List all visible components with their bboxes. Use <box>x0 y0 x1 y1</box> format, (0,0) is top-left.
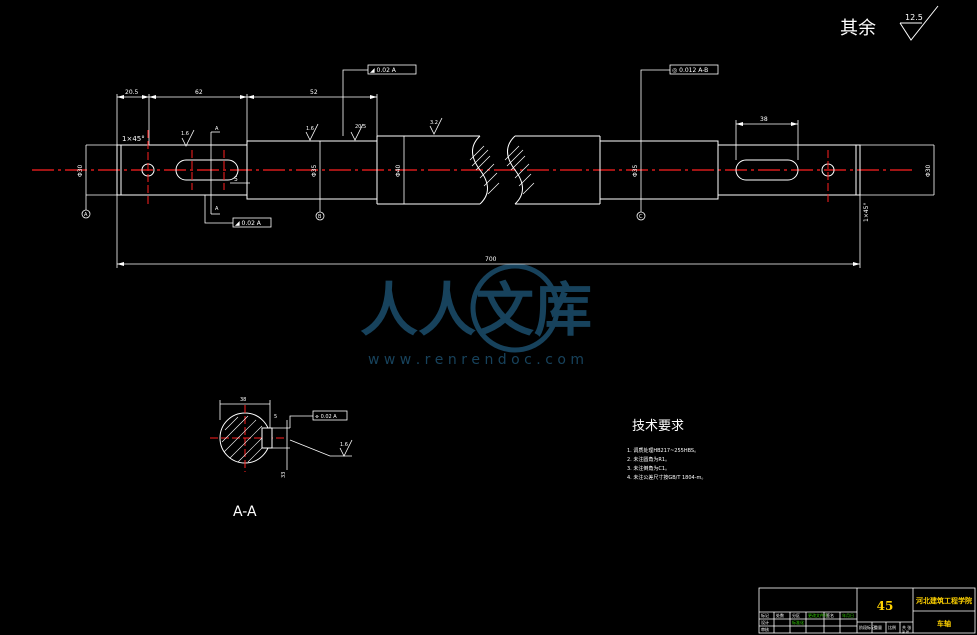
sec-depth: 5 <box>274 414 277 420</box>
tb-scale: 比例 <box>888 624 896 630</box>
section-arrow-bottom: A <box>215 206 219 212</box>
datum-b: B <box>318 214 322 220</box>
roughness-left: 1.6 <box>181 131 189 137</box>
datum-a: A <box>84 212 88 218</box>
tb-weight: 重量 <box>874 624 882 630</box>
watermark: 人人文库 w w w . r e n r e n d o c . c o m <box>360 263 592 368</box>
note-1: 1. 调质处理HB217~255HBS。 <box>627 447 699 454</box>
dimension-lines <box>85 94 935 268</box>
note-4: 4. 未注公差尺寸按GB/T 1804-m。 <box>627 474 706 481</box>
dim-mid: 62 <box>195 89 203 96</box>
roughness-left2: 1.6 <box>306 126 314 132</box>
tb-sheet-total: 共 张 <box>902 624 911 630</box>
dim-overall: 700 <box>485 256 497 263</box>
watermark-url: w w w . r e n r e n d o c . c o m <box>368 352 584 368</box>
roughness-value: 12.5 <box>905 13 923 22</box>
tb-school: 河北建筑工程学院 <box>916 596 972 605</box>
dimension-arrows <box>117 95 860 266</box>
notes-title: 技术要求 <box>632 419 684 434</box>
title-block <box>758 587 976 634</box>
break-line-left <box>472 135 488 205</box>
note-2: 2. 未注圆角为R1。 <box>627 456 670 463</box>
tb-row-count: 处数 <box>776 612 784 618</box>
shaft-segment-6 <box>717 144 861 196</box>
roughness-center: 3.2 <box>430 120 438 126</box>
tb-stage: 阶段标记 <box>859 624 875 630</box>
dimension-texts: 20.5 62 52 38 700 1×45° 1×45° 5 Φ30 Φ35 … <box>77 89 932 263</box>
dim-left: 20.5 <box>125 89 139 96</box>
tb-standard: 标准化 <box>792 619 804 625</box>
tb-sheet-num: 第 张 <box>902 629 909 634</box>
break-hatching <box>469 145 535 195</box>
note-3: 3. 未注倒角为C1。 <box>627 465 670 472</box>
dim-key-right: 38 <box>760 116 768 123</box>
tb-row-mark: 标记 <box>761 612 769 618</box>
shaft-outline <box>116 135 861 205</box>
tb-row-sign: 签名 <box>826 612 834 618</box>
keyway-right <box>735 159 799 181</box>
tb-row-zone: 分区 <box>792 612 800 618</box>
shaft-segment-3 <box>376 135 480 205</box>
dia-1: Φ30 <box>77 164 84 177</box>
tb-part-name: 车轴 <box>937 619 951 628</box>
datum-c: C <box>639 214 643 220</box>
dim-key-small: 5 <box>234 176 238 183</box>
keyway-left <box>175 159 239 181</box>
tb-row-date: 年月日 <box>842 612 854 618</box>
dia-3: Φ40 <box>395 164 402 177</box>
datum-markers <box>81 195 646 221</box>
dim-mid2: 52 <box>310 89 318 96</box>
roughness-collar: 20.5 <box>355 124 366 130</box>
dia-4: Φ35 <box>632 164 639 177</box>
tol-top-right: ◎ 0.012 A-B <box>672 67 708 74</box>
tb-review: 审核 <box>761 626 769 632</box>
tb-material: 45 <box>877 599 894 613</box>
tb-row-file: 更改文件号 <box>808 612 828 618</box>
dia-5: Φ30 <box>925 164 932 177</box>
watermark-brand: 人人文库 <box>360 276 592 344</box>
section-label: A-A <box>233 504 257 520</box>
tol-section: ⌯ 0.02 A <box>315 414 337 420</box>
section-arrow-top: A <box>215 126 219 132</box>
section-view: 38 5 33 ⌯ 0.02 A 1.6 A-A <box>210 397 353 520</box>
break-line-right <box>507 135 523 205</box>
chamfer-left: 1×45° <box>122 135 145 143</box>
roughness-symbol-icon <box>899 5 939 41</box>
section-keyway <box>261 427 273 449</box>
roughness-section: 1.6 <box>340 442 348 448</box>
chamfer-right: 1×45° <box>863 203 870 222</box>
section-cut-arrows <box>211 131 220 215</box>
roughness-label: 其余 <box>840 18 876 39</box>
watermark-ring <box>470 263 560 353</box>
sec-width: 38 <box>240 397 246 403</box>
tolerance-frames <box>204 64 719 228</box>
roughness-note: 其余 12.5 <box>840 5 939 41</box>
roughness-marks <box>181 117 443 147</box>
dia-2: Φ35 <box>311 164 318 177</box>
technical-notes: 技术要求 1. 调质处理HB217~255HBS。 2. 未注圆角为R1。 3.… <box>627 419 706 481</box>
tb-design: 设计 <box>761 619 769 625</box>
tol-top-mid: ◢ 0.02 A <box>370 67 397 74</box>
tol-bottom-left: ◢ 0.02 A <box>235 220 262 227</box>
sec-height: 33 <box>281 472 287 478</box>
